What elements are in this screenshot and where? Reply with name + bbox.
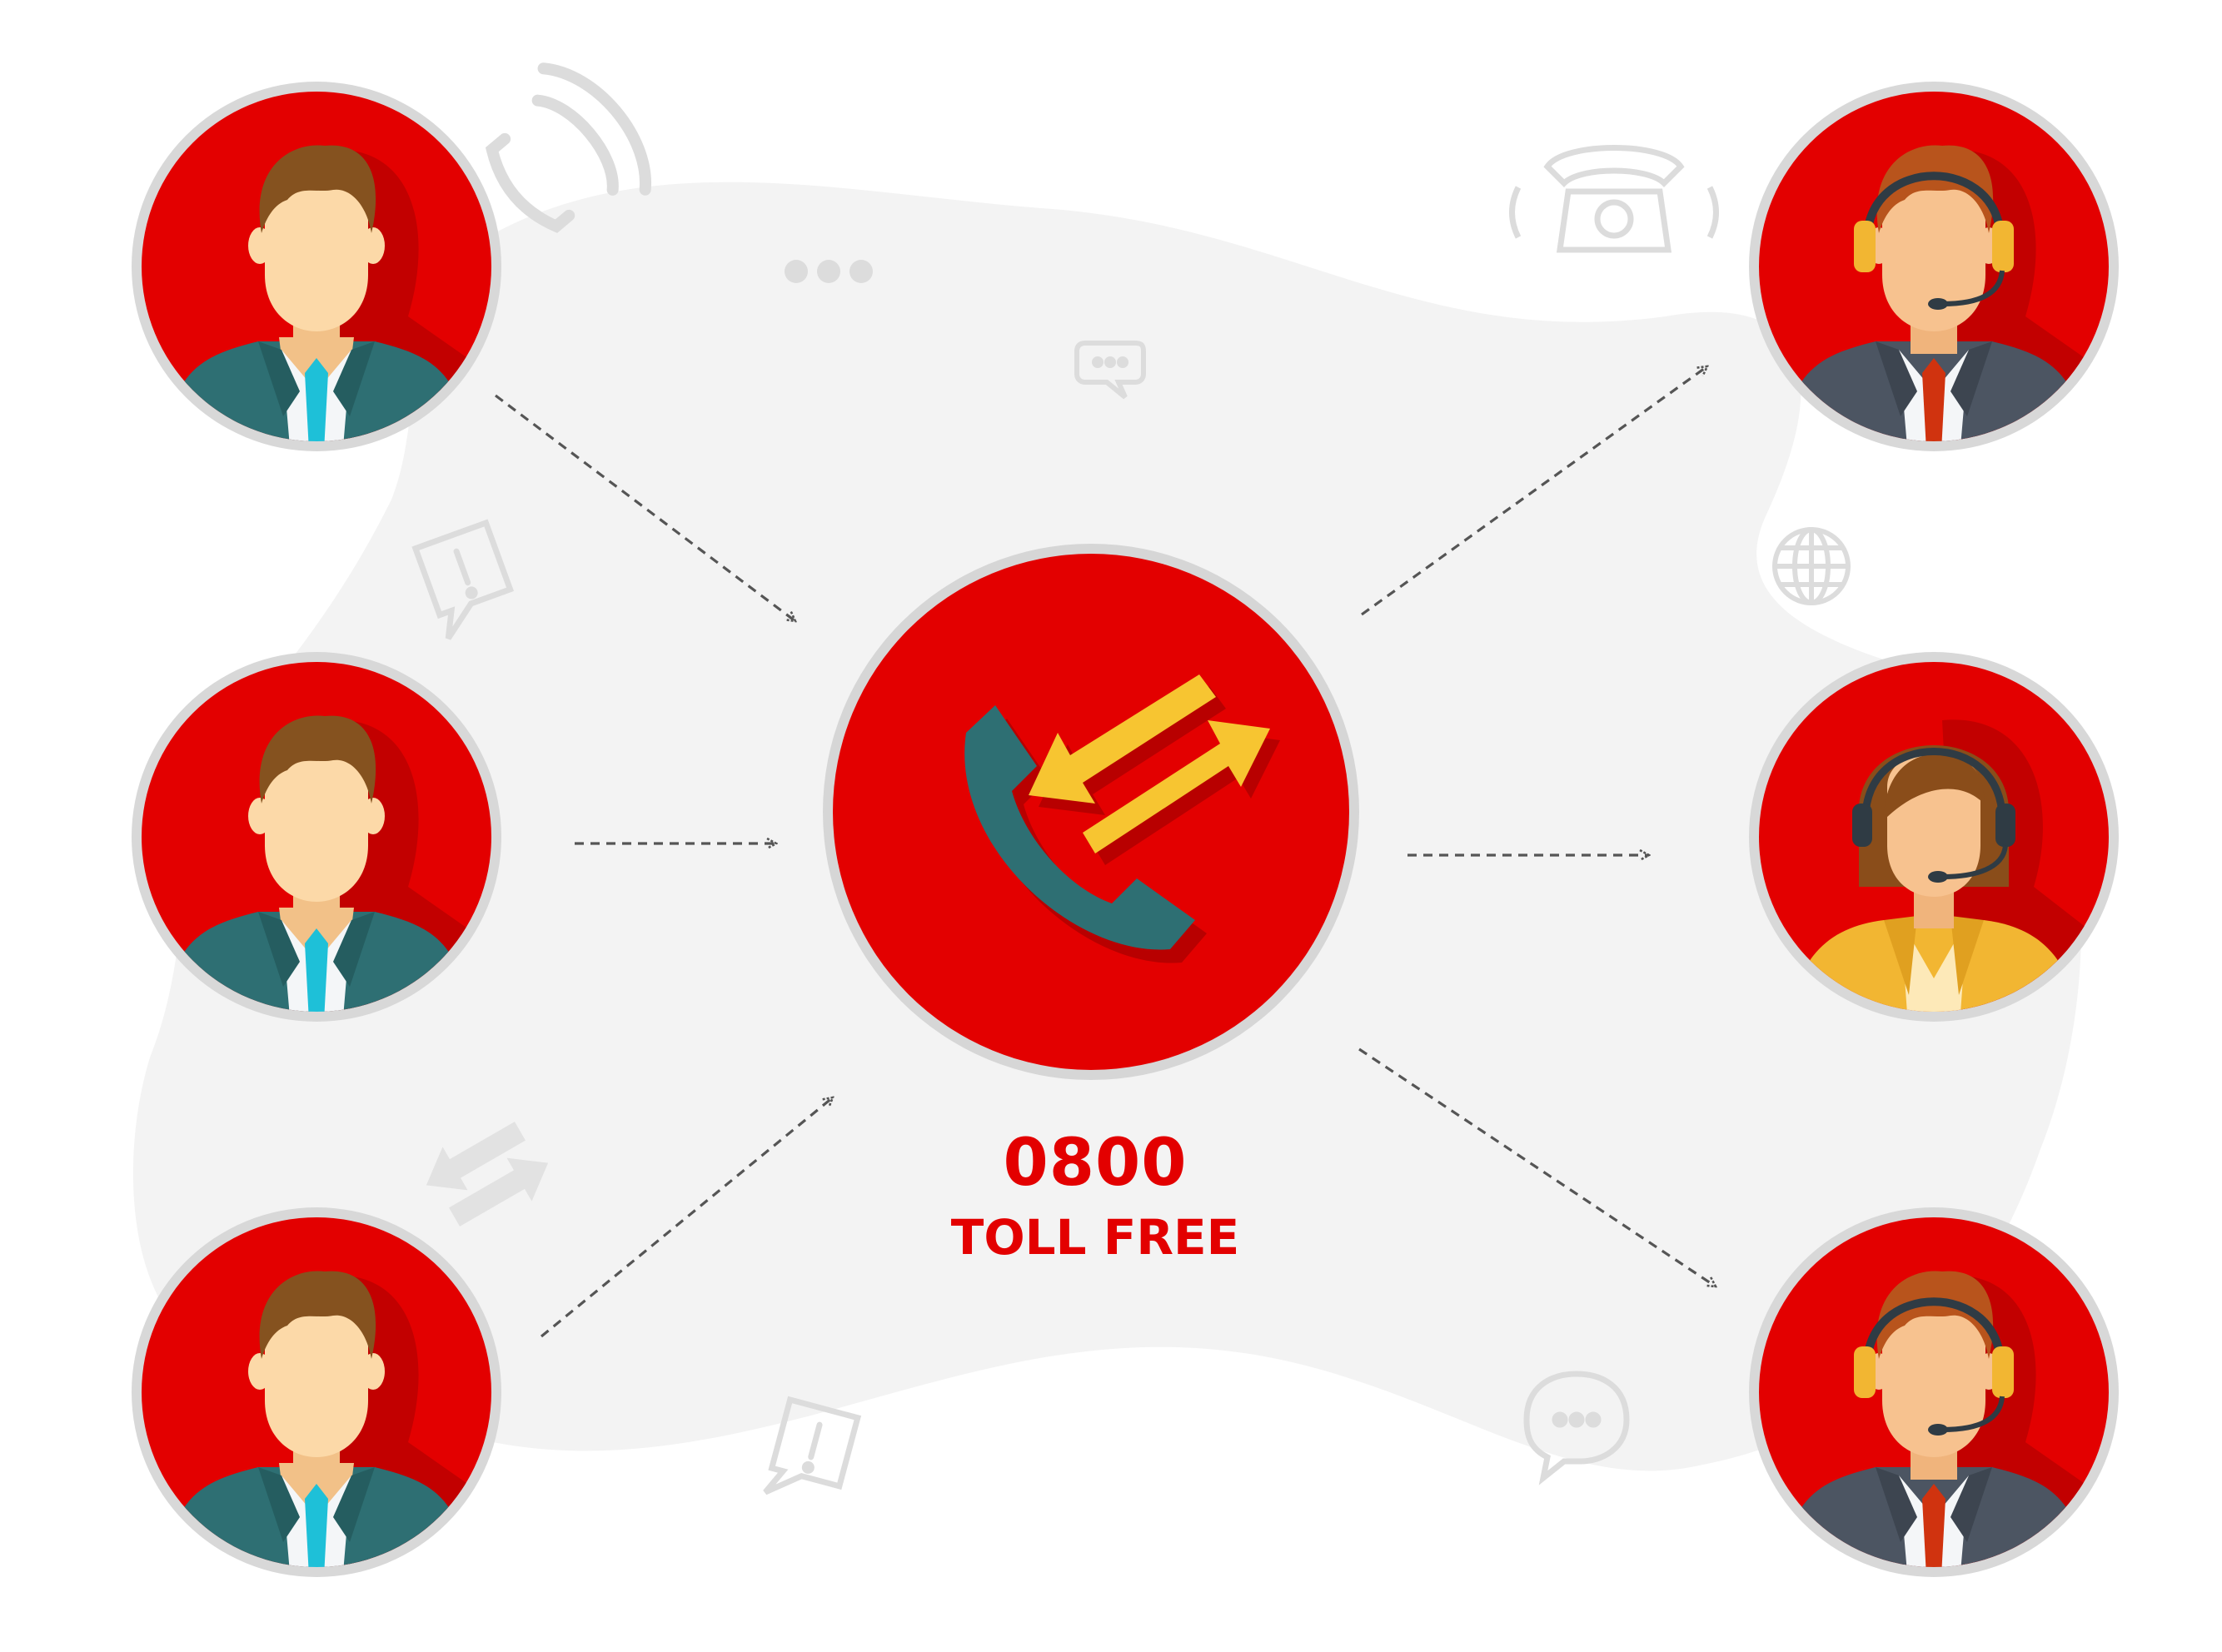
chat-dots-icon [785, 260, 873, 283]
connector-agent-3 [1358, 1047, 1716, 1286]
swap-arrows-icon [426, 1122, 549, 1227]
ringing-phone-icon [485, 62, 651, 233]
speech-bubble-icon [1523, 1371, 1630, 1485]
desk-phone-icon [1509, 145, 1719, 253]
alert-bubble-icon [763, 1396, 862, 1495]
phone-incoming-outgoing-icon [964, 674, 1280, 963]
caller-avatar-3 [132, 1207, 501, 1592]
toll-free-label: TOLL FREE [950, 1209, 1240, 1266]
globe-icon [1772, 527, 1851, 605]
hub-circle [823, 544, 1359, 1080]
agent-avatar-1 [1749, 82, 2119, 466]
alert-bubble-icon [411, 519, 515, 640]
agent-avatar-3 [1749, 1207, 2119, 1592]
toll-free-number: 0800 [1003, 1126, 1188, 1201]
connector-agent-1 [1361, 366, 1707, 616]
speech-bubble-icon [1074, 341, 1146, 400]
